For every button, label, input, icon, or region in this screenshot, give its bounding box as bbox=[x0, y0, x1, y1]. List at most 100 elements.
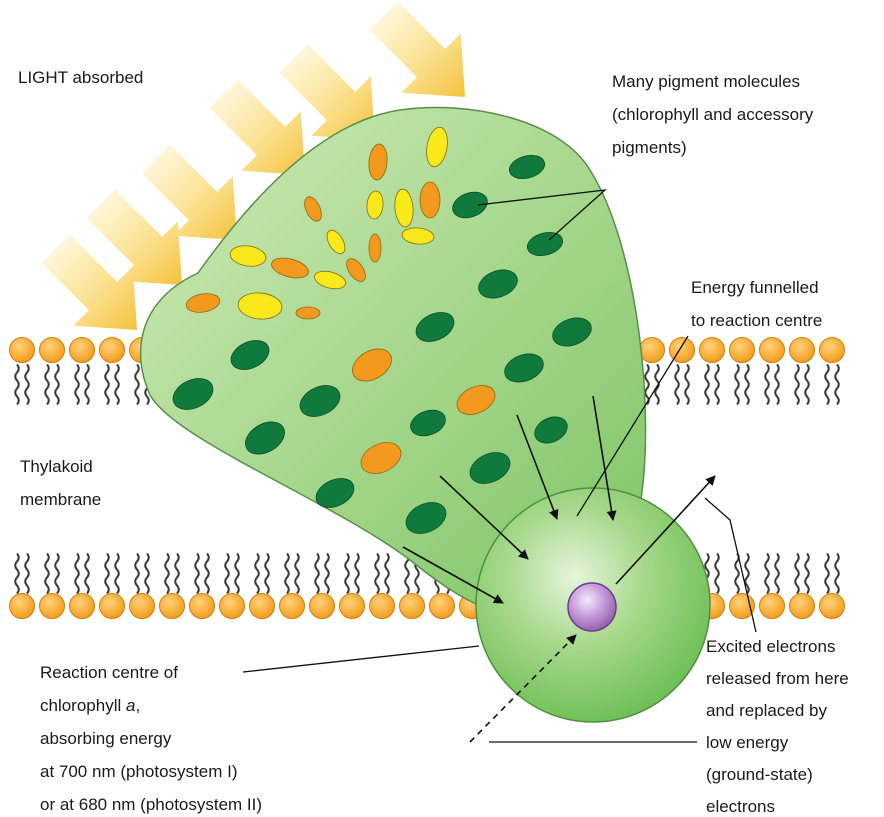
ground-electron-arrow bbox=[469, 634, 577, 743]
lipid-tail bbox=[344, 552, 350, 595]
lipid-tail bbox=[44, 552, 50, 595]
accessory-pigment-yellow bbox=[394, 188, 414, 228]
light-arrow-icon bbox=[86, 189, 182, 285]
energy-arrow bbox=[439, 475, 529, 560]
lipid-head bbox=[789, 337, 815, 363]
reaction-centre-icon bbox=[567, 582, 617, 632]
lipid-tail bbox=[134, 363, 140, 406]
electrons-line: low energy bbox=[706, 733, 789, 752]
lipid-head bbox=[219, 593, 245, 619]
lipid-tail bbox=[404, 552, 410, 595]
electrons-line: Excited electrons bbox=[706, 637, 835, 656]
lipid-tail bbox=[674, 363, 680, 406]
lipid-tail bbox=[204, 552, 210, 595]
reaction-leader bbox=[242, 645, 480, 673]
chlorophyll-molecule bbox=[552, 317, 592, 347]
electron-leader bbox=[704, 497, 757, 633]
accessory-pigment-yellow bbox=[326, 229, 346, 255]
chlorophyll-molecule bbox=[526, 231, 564, 257]
lipid-head bbox=[429, 593, 455, 619]
lipid-head bbox=[399, 593, 425, 619]
lipid-head bbox=[759, 337, 785, 363]
lipid-head bbox=[819, 337, 845, 363]
energy-arrow bbox=[592, 395, 617, 521]
chlorophyll-molecule bbox=[315, 478, 355, 508]
accessory-pigment-orange bbox=[346, 258, 366, 282]
chlorophyll-molecule bbox=[478, 269, 518, 299]
lipid-head bbox=[639, 337, 665, 363]
membrane-line: Thylakoid bbox=[20, 457, 93, 476]
accessory-pigment-orange bbox=[419, 181, 441, 219]
reaction-text: chlorophyll bbox=[40, 696, 126, 715]
lipid-tail bbox=[284, 552, 290, 595]
lipid-tail bbox=[24, 363, 30, 406]
accessory-pigment-yellow bbox=[366, 190, 384, 220]
accessory-pigment-yellow bbox=[426, 126, 448, 168]
pigment-leader bbox=[477, 189, 607, 241]
lipid-tail bbox=[164, 552, 170, 595]
electrons-line: released from here bbox=[706, 669, 849, 688]
lipid-head bbox=[249, 593, 275, 619]
accessory-pigment-orange bbox=[456, 385, 496, 415]
funnel-line: Energy funnelled bbox=[691, 278, 819, 297]
electrons-line: and replaced by bbox=[706, 701, 827, 720]
lipid-tail bbox=[114, 363, 120, 406]
lipid-tail bbox=[804, 552, 810, 595]
light-arrow-icon bbox=[369, 1, 465, 97]
chlorophyll-molecule bbox=[405, 502, 447, 534]
lipid-tail bbox=[84, 363, 90, 406]
leader-lines bbox=[242, 189, 757, 743]
accessory-pigment-yellow bbox=[229, 245, 267, 267]
electrons-line: electrons bbox=[706, 797, 775, 816]
funnel-line: to reaction centre bbox=[691, 311, 822, 330]
chlorophyll-molecule bbox=[230, 340, 270, 370]
accessory-pigment-orange bbox=[295, 306, 321, 320]
light-arrow-icon bbox=[141, 144, 237, 240]
lipid-tail bbox=[684, 363, 690, 406]
reaction-line: at 700 nm (photosystem I) bbox=[40, 762, 237, 781]
chlorophyll-molecule bbox=[415, 312, 455, 342]
reaction-label-rest: absorbing energy at 700 nm (photosystem … bbox=[40, 729, 262, 814]
lipid-tail bbox=[264, 552, 270, 595]
energy-arrow bbox=[516, 414, 559, 520]
reaction-label: Reaction centre of bbox=[40, 663, 178, 682]
lipid-head bbox=[759, 593, 785, 619]
chlorophyll-molecule bbox=[245, 421, 285, 455]
lipid-head bbox=[159, 593, 185, 619]
lipid-tail bbox=[134, 552, 140, 595]
lipid-tail bbox=[774, 363, 780, 406]
lipid-tail bbox=[194, 552, 200, 595]
lipid-tail bbox=[24, 552, 30, 595]
accessory-pigment-yellow bbox=[314, 270, 346, 290]
pigments-line: (chlorophyll and accessory bbox=[612, 105, 814, 124]
lipid-tail bbox=[224, 552, 230, 595]
lipid-tail bbox=[834, 363, 840, 406]
pigments-line: pigments) bbox=[612, 138, 687, 157]
lipid-tail bbox=[104, 363, 110, 406]
lipid-tail bbox=[744, 363, 750, 406]
lipid-tail bbox=[794, 363, 800, 406]
lipid-head bbox=[99, 337, 125, 363]
lipid-tail bbox=[824, 552, 830, 595]
lipid-tail bbox=[254, 552, 260, 595]
funnel-leader bbox=[576, 335, 689, 517]
excited-electron-arrow bbox=[615, 475, 716, 585]
reaction-line: absorbing energy bbox=[40, 729, 172, 748]
lipid-tail bbox=[734, 552, 740, 595]
lipid-tail bbox=[644, 363, 650, 406]
lipid-tail bbox=[54, 363, 60, 406]
lipid-head bbox=[9, 337, 35, 363]
chlorophyll-molecule bbox=[504, 353, 544, 383]
lipid-head bbox=[69, 593, 95, 619]
lipid-tail bbox=[734, 363, 740, 406]
lipid-tail bbox=[74, 552, 80, 595]
lipid-tail bbox=[714, 363, 720, 406]
funnel-label: Energy funnelled to reaction centre bbox=[691, 278, 823, 330]
lipid-head bbox=[729, 337, 755, 363]
accessory-pigment-orange bbox=[360, 442, 402, 474]
lipid-tail bbox=[314, 552, 320, 595]
lipid-tail bbox=[294, 552, 300, 595]
lipid-head bbox=[369, 593, 395, 619]
chlorophyll-molecule bbox=[508, 154, 546, 180]
